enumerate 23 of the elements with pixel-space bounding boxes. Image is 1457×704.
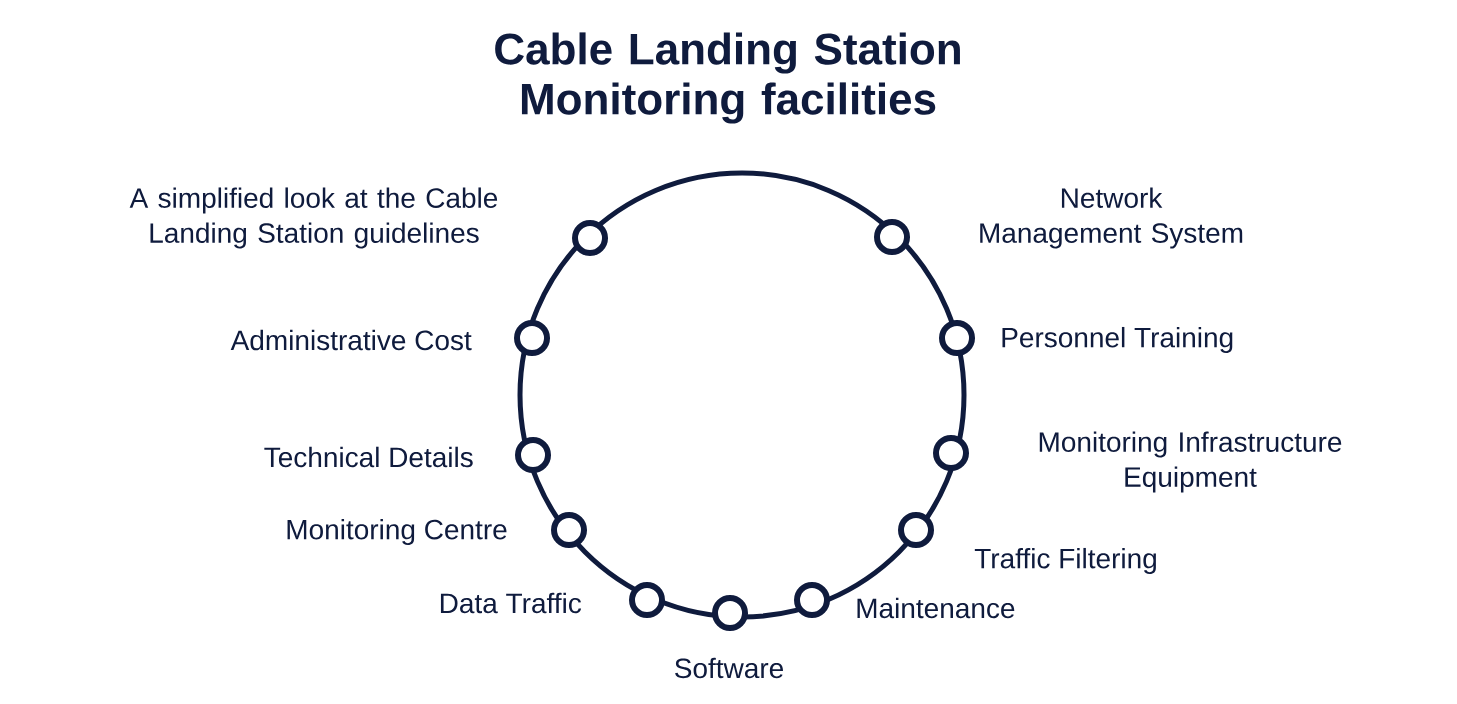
marker-circle (514, 320, 550, 356)
label: Software (675, 657, 783, 679)
marker-circle (898, 512, 934, 548)
marker-circle (551, 512, 587, 548)
label: Monitoring Infrastructure Equipment (1039, 431, 1342, 493)
label: Data Traffic (440, 592, 582, 614)
label: Traffic Filtering (974, 547, 1156, 575)
label: Monitoring Centre (287, 518, 507, 546)
marker-circle (712, 595, 748, 631)
marker-circle (794, 582, 830, 618)
label: Maintenance (857, 597, 1015, 619)
marker-circle (874, 219, 910, 255)
marker-circle (515, 437, 551, 473)
marker-circle (629, 582, 665, 618)
marker-circle (939, 320, 975, 356)
label: A simplified look at the Cable Landing Station guidelines (129, 187, 498, 249)
label: Network Management System (980, 187, 1243, 249)
marker-circle (572, 220, 608, 256)
label: Technical Details (264, 446, 473, 468)
label: Personnel Training (1002, 326, 1233, 354)
marker-circle (933, 435, 969, 471)
title: Cable Landing Station Monitoring facilities (495, 32, 960, 124)
label: Administrative Cost (230, 329, 472, 351)
